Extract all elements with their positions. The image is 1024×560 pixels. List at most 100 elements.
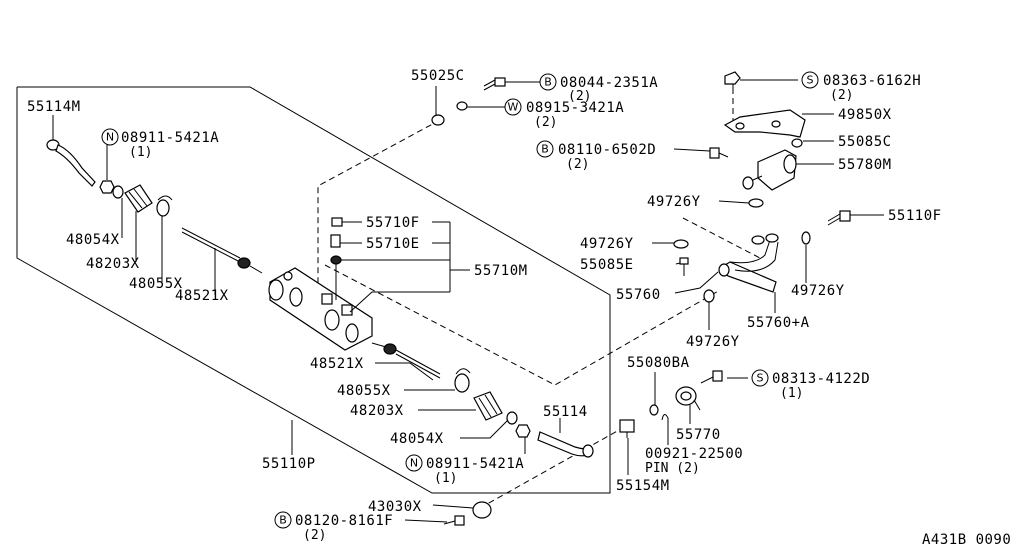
svg-text:N: N [106,131,114,144]
pin-00921 [661,414,669,428]
label-48521X-bot: 48521X [310,356,364,372]
part-labels: 55114M 08911-5421A (1) 48054X 48203X 480… [27,68,1011,548]
label-55154M: 55154M [616,478,670,494]
svg-text:B: B [279,514,287,527]
label-55080BA: 55080BA [627,355,690,371]
label-08911-bot-qty: (1) [434,471,457,486]
clamp-ring-top [112,185,124,199]
label-55710E: 55710E [366,236,420,252]
label-08044: 08044-2351A [560,75,658,91]
svg-text:W: W [508,101,519,114]
valve-body-55780M [742,149,797,191]
label-08044-qty: (2) [568,89,591,104]
label-55760: 55760 [616,287,661,303]
label-08120-qty: (2) [303,528,326,543]
label-08313-qty: (1) [780,386,803,401]
label-49850X: 49850X [838,107,892,123]
outer-tie-rod-right [537,431,594,458]
label-55770: 55770 [676,427,721,443]
label-08915: 08915-3421A [526,100,624,116]
washer-08915 [456,101,468,111]
label-08911-top: 08911-5421A [121,130,219,146]
label-48203X-bot: 48203X [350,403,404,419]
seal-55080BA [649,404,659,416]
assembly-outline [16,86,611,494]
label-48055X-bot: 48055X [337,383,391,399]
svg-text:B: B [544,76,552,89]
boot-clip-bottom [454,373,470,393]
bracket-49850X [723,109,806,138]
clamp-ring-bottom [506,411,518,425]
label-49726Y-c: 49726Y [791,283,845,299]
label-48054X-bot: 48054X [390,431,444,447]
label-55085C: 55085C [838,134,892,150]
bolt-08363 [724,71,741,94]
inner-tie-rod-bottom [371,342,441,379]
guide-line-upper [317,119,441,300]
label-08313: 08313-4122D [772,371,870,387]
label-55780M: 55780M [838,157,892,173]
svg-text:N: N [410,457,418,470]
outer-tie-rod-left [46,139,96,187]
guide-line-bottom [479,424,629,509]
washer-49726Y-b [673,239,689,249]
label-55114M: 55114M [27,99,81,115]
label-49726Y-d: 49726Y [686,334,740,350]
bolt-08110 [709,147,729,159]
fitting-55710E [330,234,341,248]
label-55085E: 55085E [580,257,634,273]
label-08110-qty: (2) [566,157,589,172]
steering-gear-housing [268,267,373,351]
label-08363: 08363-6162H [823,73,921,89]
lock-nut-top [99,180,115,194]
label-55110P: 55110P [262,456,316,472]
label-00921: 00921-22500 [645,446,743,462]
label-55110F: 55110F [888,208,942,224]
svg-text:S: S [757,372,764,385]
label-49726Y-a: 49726Y [647,194,701,210]
label-48203X-top: 48203X [86,256,140,272]
washer-55085C [791,138,803,148]
clamp-55770 [675,386,701,411]
svg-text:S: S [807,74,814,87]
label-48521X-top: 48521X [175,288,229,304]
bolt-08044 [483,77,506,91]
label-48054X-top: 48054X [66,232,120,248]
svg-text:B: B [541,143,549,156]
bolt-08120 [443,515,465,526]
washer-55025C [431,114,445,126]
label-48055X-top: 48055X [129,276,183,292]
label-55710M: 55710M [474,263,528,279]
label-49726Y-b: 49726Y [580,236,634,252]
label-08110: 08110-6502D [558,142,656,158]
prefix-marks: N B W N B S B S [101,71,819,529]
washer-49726Y-d [703,289,715,303]
label-08911-bot: 08911-5421A [426,456,524,472]
guide-line-fitting [682,217,761,259]
leader-lines [52,79,884,523]
boot-top [124,184,153,213]
label-55114: 55114 [543,404,588,420]
hose-55760 [718,233,779,293]
washer-49726Y-c [801,231,811,245]
diagram-code: A431B 0090 [922,532,1011,548]
boot-bottom [473,391,503,421]
washer-55710 [330,255,342,265]
label-43030X: 43030X [368,499,422,515]
washer-43030X [472,501,492,519]
boot-clip-top [156,199,170,217]
label-08120: 08120-8161F [295,513,393,529]
fitting-55154M [619,419,635,438]
label-55025C: 55025C [411,68,465,84]
bolt-08313 [700,370,723,384]
washer-49726Y-a [748,198,764,208]
label-08911-top-qty: (1) [129,145,152,160]
label-08363-qty: (2) [830,88,853,103]
bolt-55110F [827,210,851,226]
lock-nut-bottom [515,424,531,438]
label-00921-pin: PIN (2) [645,461,700,476]
label-55710F: 55710F [366,215,420,231]
fitting-55710F [331,217,343,227]
inner-tie-rod-top [181,227,263,274]
